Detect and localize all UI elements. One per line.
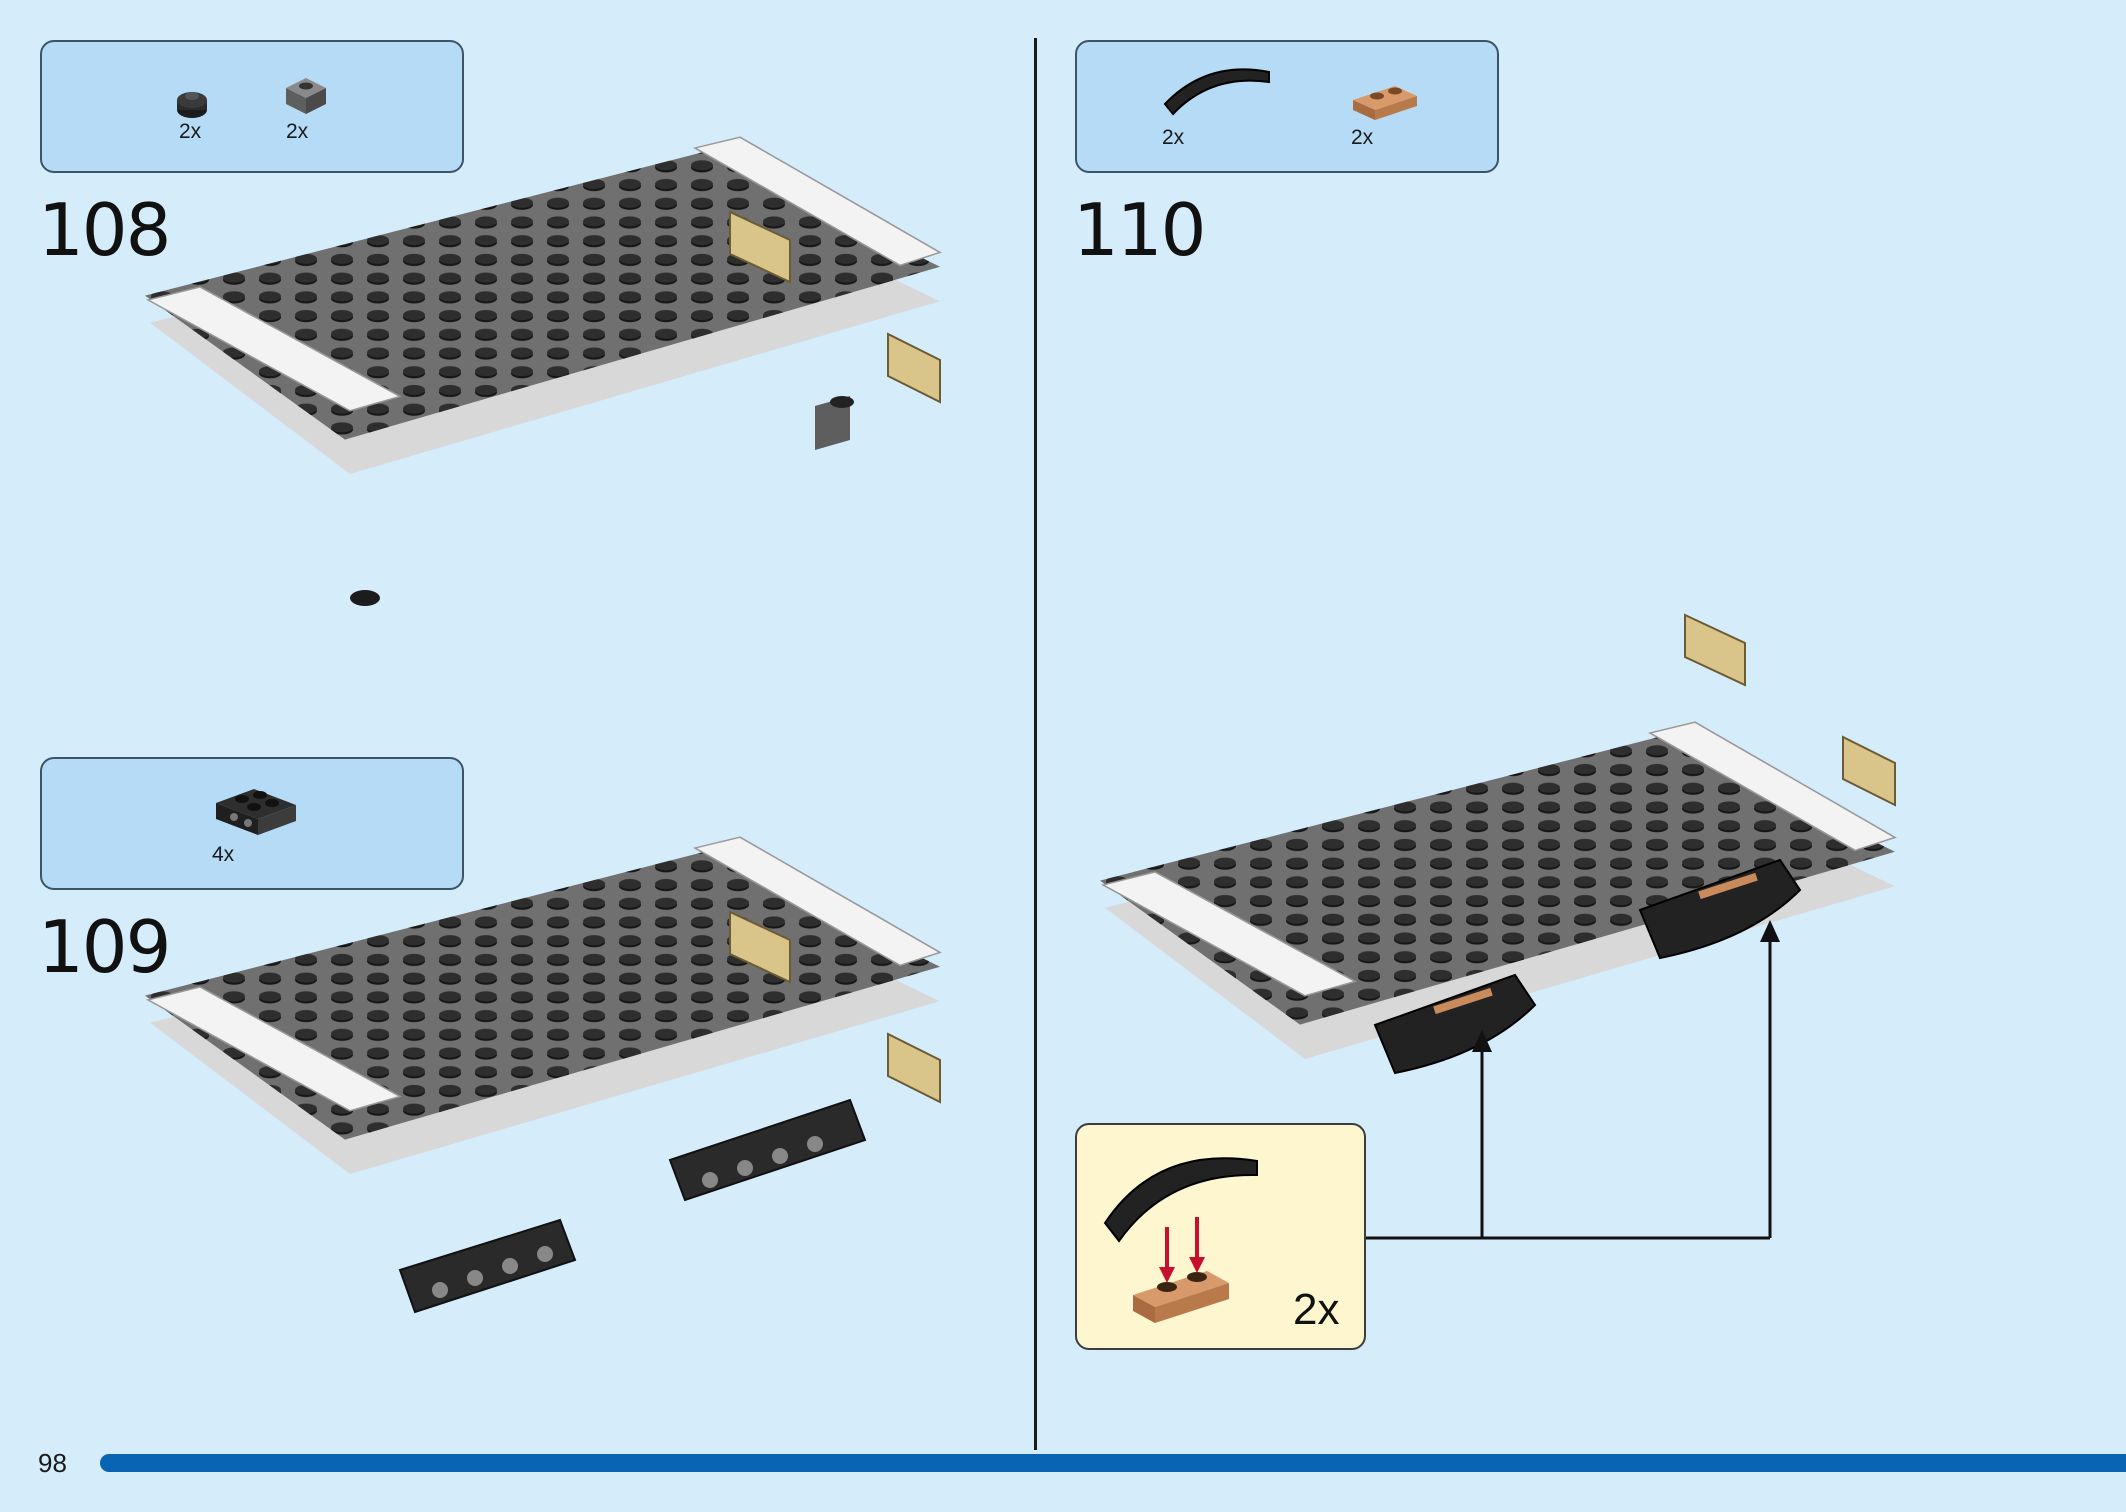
part-qty: 2x [179, 120, 202, 143]
nougat-plate-icon [1353, 86, 1417, 120]
parts-box-step-108: 2x 2x [40, 40, 464, 173]
black-plate-side-studs-icon [216, 789, 296, 835]
step-number-109: 109 [38, 905, 171, 989]
step-number-110: 110 [1073, 188, 1206, 272]
step-number-108: 108 [38, 188, 171, 272]
callout-qty: 2x [1293, 1285, 1340, 1334]
part-qty: 2x [1351, 126, 1374, 149]
part-qty: 2x [1162, 126, 1185, 149]
part-qty: 2x [286, 120, 309, 143]
baseplate-109 [145, 836, 942, 1314]
black-round-plate-icon [177, 92, 207, 118]
part-qty: 4x [212, 843, 235, 866]
parts-box-step-110: 2x 2x [1075, 40, 1499, 173]
baseplate-108 [145, 136, 942, 606]
baseplate-110 [1100, 613, 1897, 1240]
callout-assembly-illustration [1103, 1157, 1258, 1323]
page-number: 98 [38, 1448, 67, 1478]
column-divider [1034, 38, 1037, 1450]
parts-box-step-109: 4x [40, 757, 464, 890]
dark-gray-plate-icon [286, 78, 326, 114]
black-curved-slope-icon [1163, 68, 1270, 116]
sub-assembly-callout: 2x [1075, 1123, 1366, 1350]
page-progress-bar [100, 1454, 2126, 1472]
